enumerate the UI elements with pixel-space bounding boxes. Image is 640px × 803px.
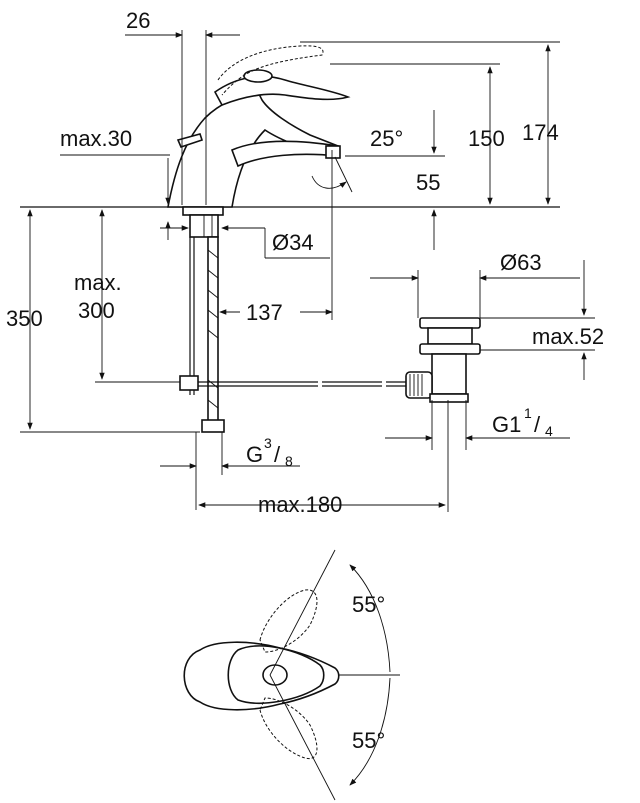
label-dia34: Ø34	[272, 230, 314, 255]
drain-nut	[419, 343, 481, 355]
faucet-body	[167, 91, 339, 208]
label-g114-base: G1	[492, 412, 521, 437]
label-g38-base: G	[246, 442, 263, 467]
clevis-connector	[179, 375, 199, 391]
faucet-side-view	[20, 45, 560, 433]
label-max300-line2: 300	[78, 298, 115, 323]
label-g38-den: 8	[285, 453, 293, 469]
label-g114-num: 1	[524, 405, 532, 421]
label-g38-num: 3	[264, 435, 272, 451]
svg-text:/: /	[534, 412, 541, 437]
top-view-cap	[262, 664, 288, 686]
angle-ray-down	[269, 674, 336, 801]
dimension-labels: 26 174 150 max.30 25° 55 Ø34 Ø63 350 max…	[6, 8, 604, 753]
label-angle-55-bottom: 55°	[352, 728, 385, 753]
handle-rotated-up-outline	[259, 589, 318, 653]
label-max30: max.30	[60, 126, 132, 151]
angle-ray-up	[269, 549, 336, 676]
aerator	[325, 145, 341, 159]
label-max180: max.180	[258, 492, 342, 517]
label-max52: max.52	[532, 324, 604, 349]
handle-cap	[243, 69, 273, 83]
faucet-spout	[230, 140, 339, 168]
lever-handle	[213, 75, 351, 107]
dimension-lines	[20, 30, 595, 512]
label-26: 26	[126, 8, 150, 33]
label-dia63: Ø63	[500, 250, 542, 275]
pivot-nut	[405, 371, 433, 399]
label-55: 55	[416, 170, 440, 195]
label-g114-den: 4	[545, 423, 553, 439]
label-max300-line1: max.	[74, 270, 122, 295]
popup-rod	[176, 133, 204, 148]
supply-nut	[201, 419, 225, 433]
drain-flange	[419, 317, 481, 329]
label-angle-25: 25°	[370, 126, 403, 151]
handle-rotated-down-outline	[259, 697, 318, 760]
label-174: 174	[522, 120, 559, 145]
label-350: 350	[6, 306, 43, 331]
label-angle-55-top: 55°	[352, 592, 385, 617]
tailpiece-top	[429, 393, 469, 403]
label-150: 150	[468, 126, 505, 151]
svg-text:/: /	[274, 442, 281, 467]
lever-handle-raised-outline	[217, 45, 324, 96]
base-flange	[182, 206, 224, 216]
label-137: 137	[246, 300, 283, 325]
drain-body	[431, 353, 467, 395]
faucet-top-view	[183, 549, 400, 801]
drain-collar	[427, 327, 473, 345]
popup-waste	[405, 317, 481, 403]
